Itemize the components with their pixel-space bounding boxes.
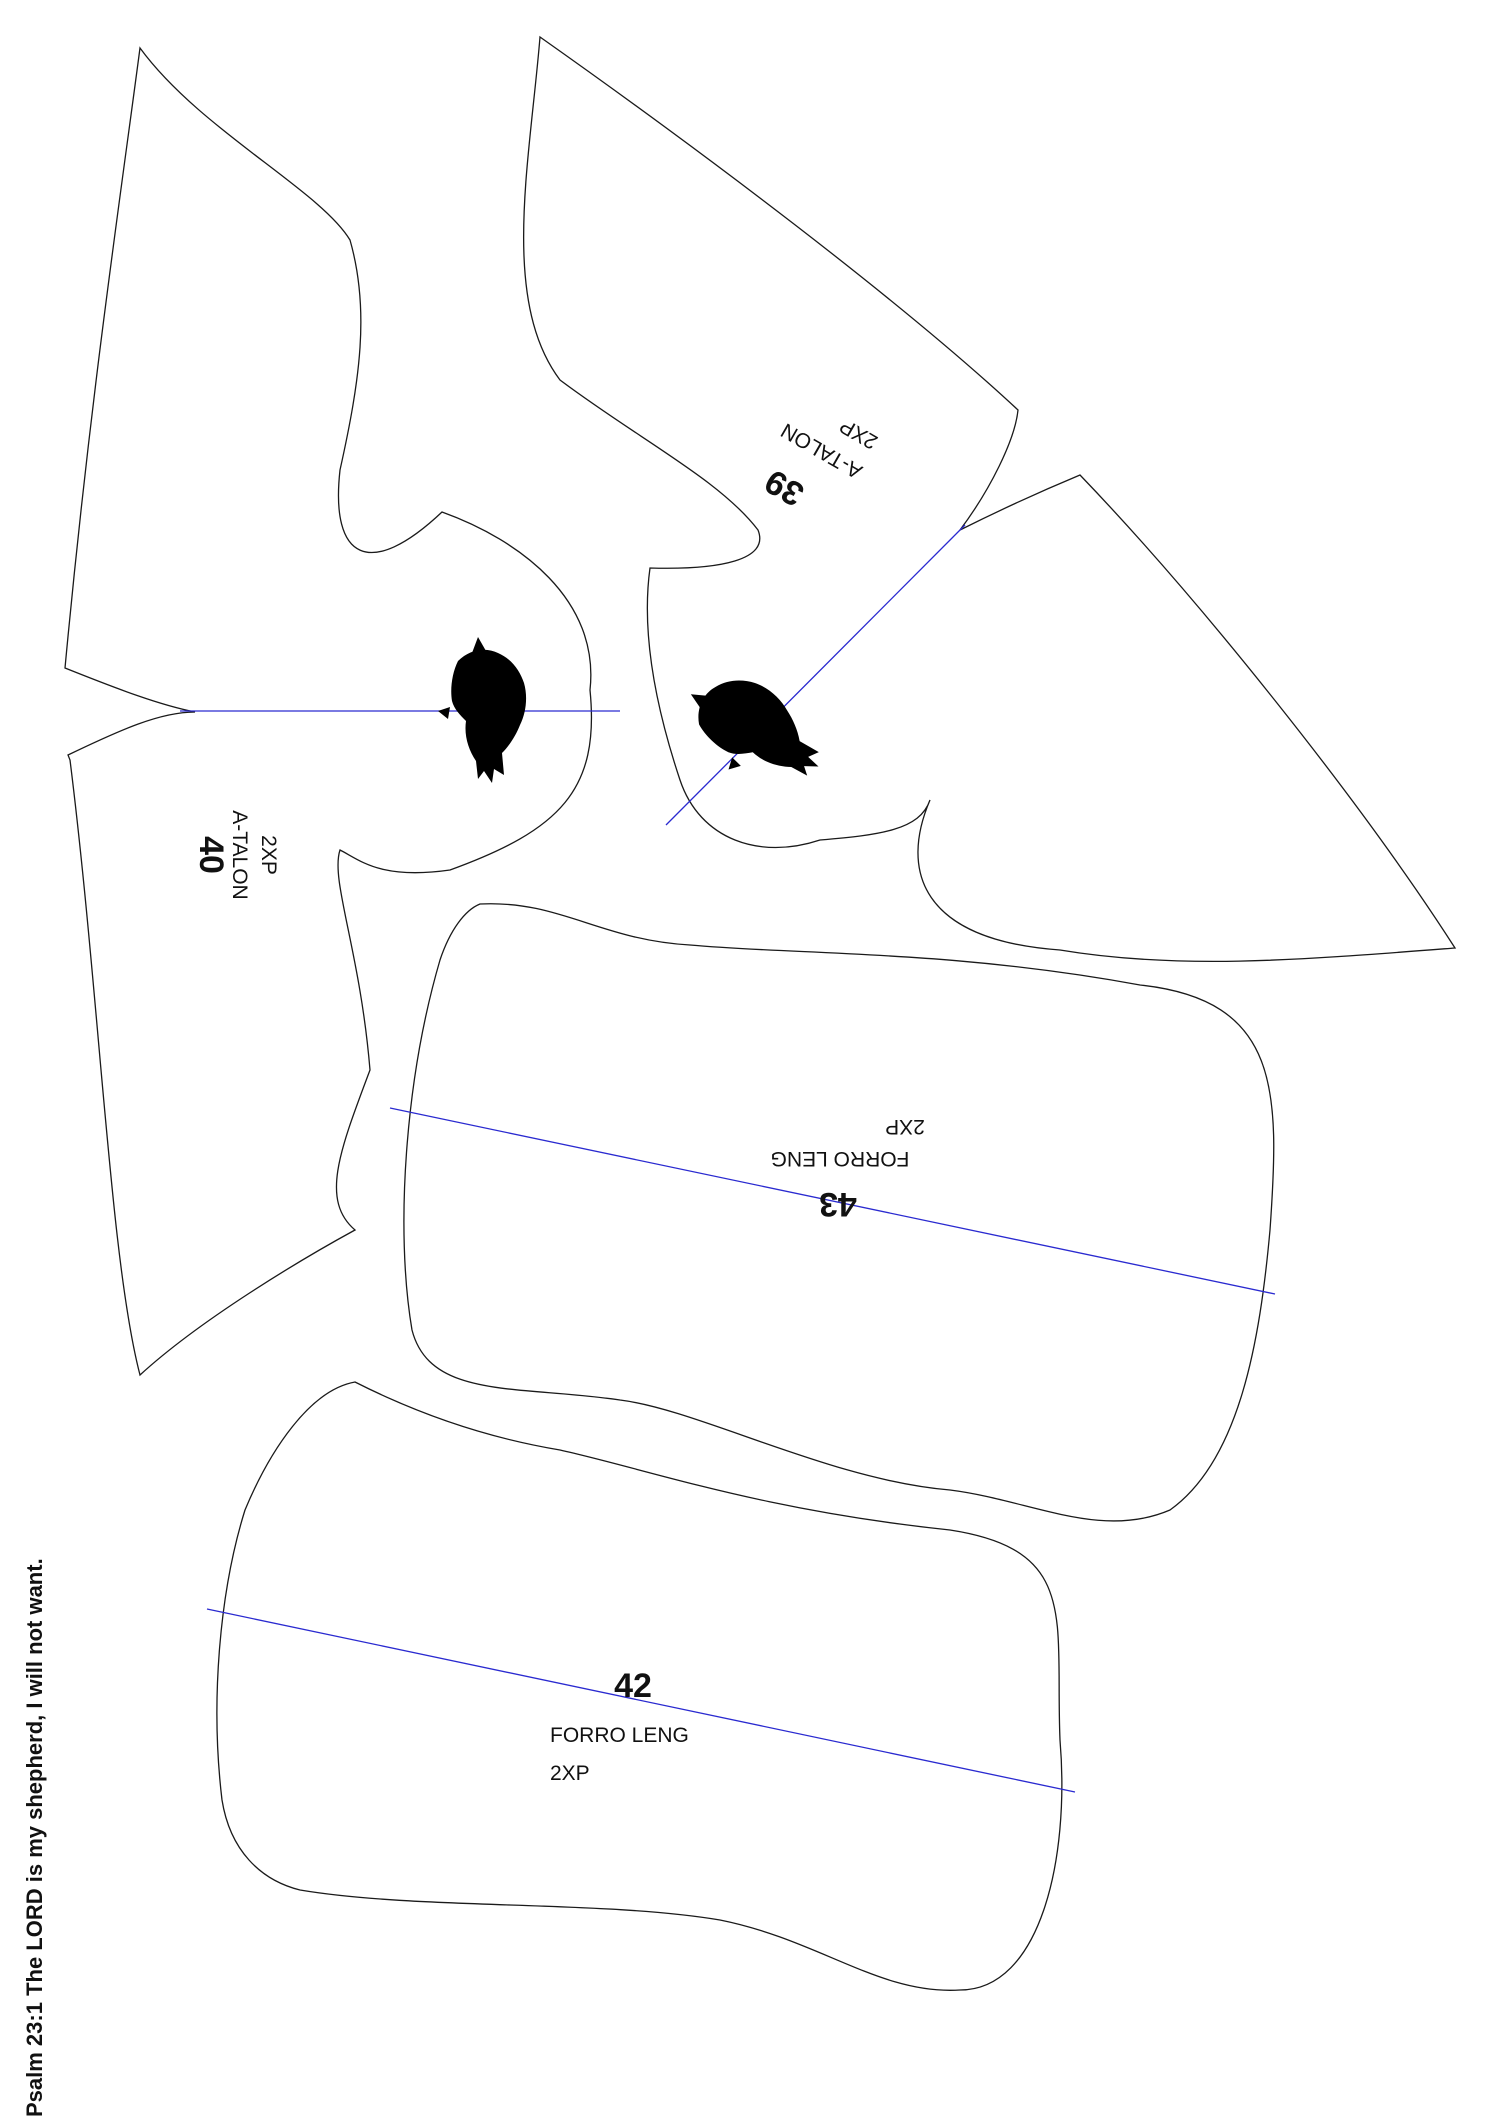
piece-43-name: FORRO LENG <box>771 1147 910 1170</box>
piece-42-outline <box>216 1381 1063 1991</box>
piece-39-quantity: 2XP <box>836 414 882 454</box>
piece-43-number: 43 <box>819 1185 857 1223</box>
footer-verse: Psalm 23:1 The LORD is my shepherd, I wi… <box>22 1558 47 2117</box>
piece-39-grainline <box>665 524 966 826</box>
piece-40-name: A-TALON <box>228 810 251 899</box>
piece-39: 39 A-TALON 2XP <box>523 35 1457 963</box>
piece-40: 40 A-TALON 2XP <box>64 46 620 1377</box>
piece-40-number: 40 <box>192 836 230 874</box>
piece-43-quantity: 2XP <box>885 1115 925 1138</box>
piece-42-quantity: 2XP <box>550 1762 590 1785</box>
piece-42-name: FORRO LENG <box>550 1724 689 1747</box>
piece-40-quantity: 2XP <box>257 835 280 875</box>
piece-43-grainline <box>389 1107 1276 1295</box>
piece-43: 43 FORRO LENG 2XP <box>389 903 1276 1522</box>
crocodile-logo-icon <box>438 637 527 783</box>
piece-42-number: 42 <box>614 1667 652 1705</box>
piece-39-number: 39 <box>759 462 811 514</box>
piece-42-grainline <box>206 1608 1076 1793</box>
piece-43-outline <box>403 903 1275 1522</box>
piece-40-outline <box>64 46 593 1377</box>
piece-42: 42 FORRO LENG 2XP <box>206 1381 1076 1991</box>
piece-39-outline <box>523 35 1457 963</box>
